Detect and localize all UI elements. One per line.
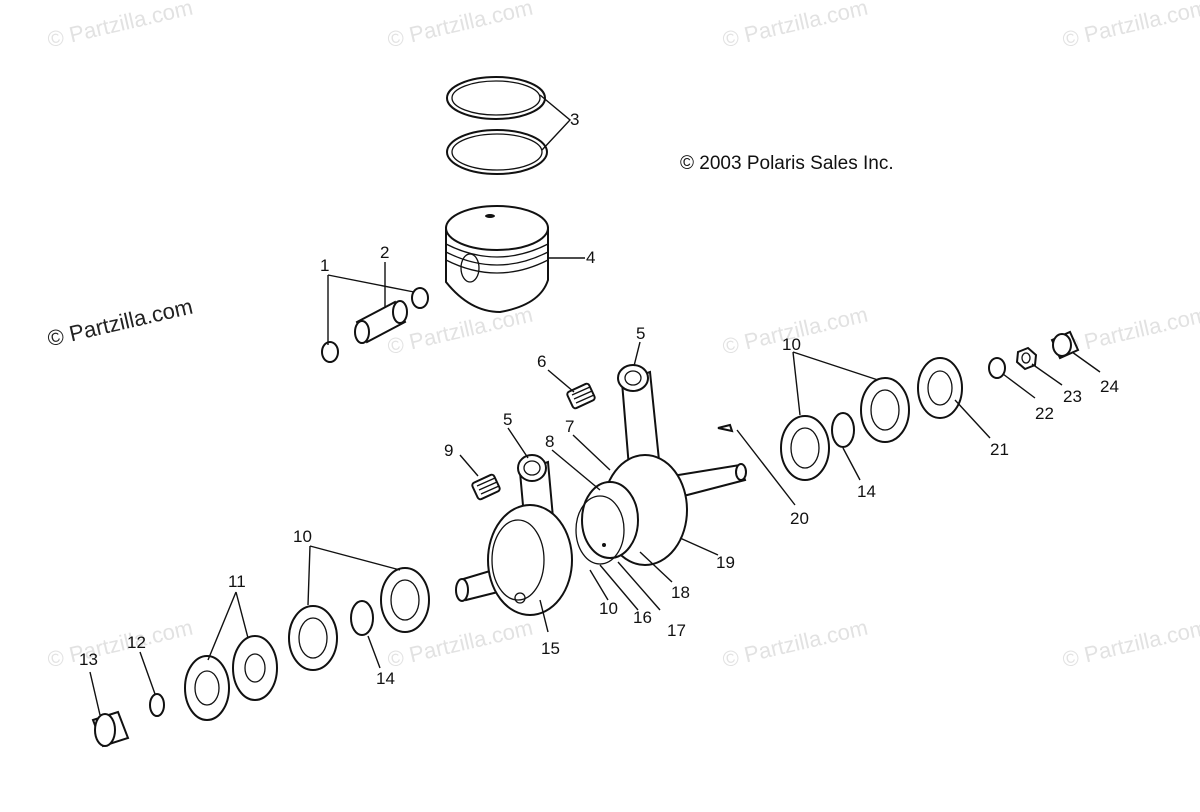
callout-11: 11 (228, 572, 246, 591)
main-bearing-right-outer (860, 377, 910, 443)
callout-10: 10 (782, 335, 801, 354)
callout-22: 22 (1035, 404, 1054, 423)
sleeve (91, 710, 130, 748)
callout-1: 1 (320, 256, 330, 275)
callout-9: 9 (444, 441, 454, 460)
callout-16: 16 (633, 608, 652, 627)
main-bearing-left-inner (288, 605, 338, 671)
crank-seal-left-inner (184, 655, 230, 721)
callout-6: 6 (537, 352, 547, 371)
snap-ring-right (831, 412, 855, 448)
wrist-pin-clip (321, 341, 339, 363)
callout-3: 3 (570, 110, 580, 129)
callout-4: 4 (586, 248, 596, 267)
callout-14: 14 (376, 669, 395, 688)
hex-nut (1015, 346, 1038, 371)
piston-ring-lower (446, 129, 548, 175)
needle-bearing-upper (566, 382, 596, 410)
main-bearing-right-inner (780, 415, 830, 481)
crank-seal-left-outer (232, 635, 278, 701)
connecting-rod-upper (617, 364, 662, 482)
leader-lines (89, 94, 1101, 716)
callout-19: 19 (716, 553, 735, 572)
piston-ring-upper (446, 76, 546, 120)
callout-2: 2 (380, 243, 390, 262)
snap-ring-small (149, 693, 165, 717)
callout-10: 10 (293, 527, 312, 546)
callout-17: 17 (667, 621, 686, 640)
flanged-bushing (1050, 330, 1080, 360)
callout-23: 23 (1063, 387, 1082, 406)
callout-10: 10 (599, 599, 618, 618)
callout-20: 20 (790, 509, 809, 528)
wrist-pin (354, 300, 408, 344)
callout-5: 5 (636, 324, 646, 343)
wrist-pin-clip (411, 287, 429, 309)
callout-7: 7 (565, 417, 575, 436)
callout-24: 24 (1100, 377, 1119, 396)
needle-bearing-lower (471, 473, 501, 501)
callout-21: 21 (990, 440, 1009, 459)
crankshaft (455, 454, 747, 616)
callout-13: 13 (79, 650, 98, 669)
copyright-notice: © 2003 Polaris Sales Inc. (680, 153, 894, 174)
callout-8: 8 (545, 432, 555, 451)
washer (988, 357, 1006, 379)
callout-14: 14 (857, 482, 876, 501)
callout-18: 18 (671, 583, 690, 602)
crank-seal-right (917, 357, 963, 419)
piston (445, 205, 549, 314)
callout-12: 12 (127, 633, 146, 652)
main-bearing-left-outer (380, 567, 430, 633)
callout-5: 5 (503, 410, 513, 429)
snap-ring-left (350, 600, 374, 636)
callout-15: 15 (541, 639, 560, 658)
woodruff-key (717, 423, 734, 433)
